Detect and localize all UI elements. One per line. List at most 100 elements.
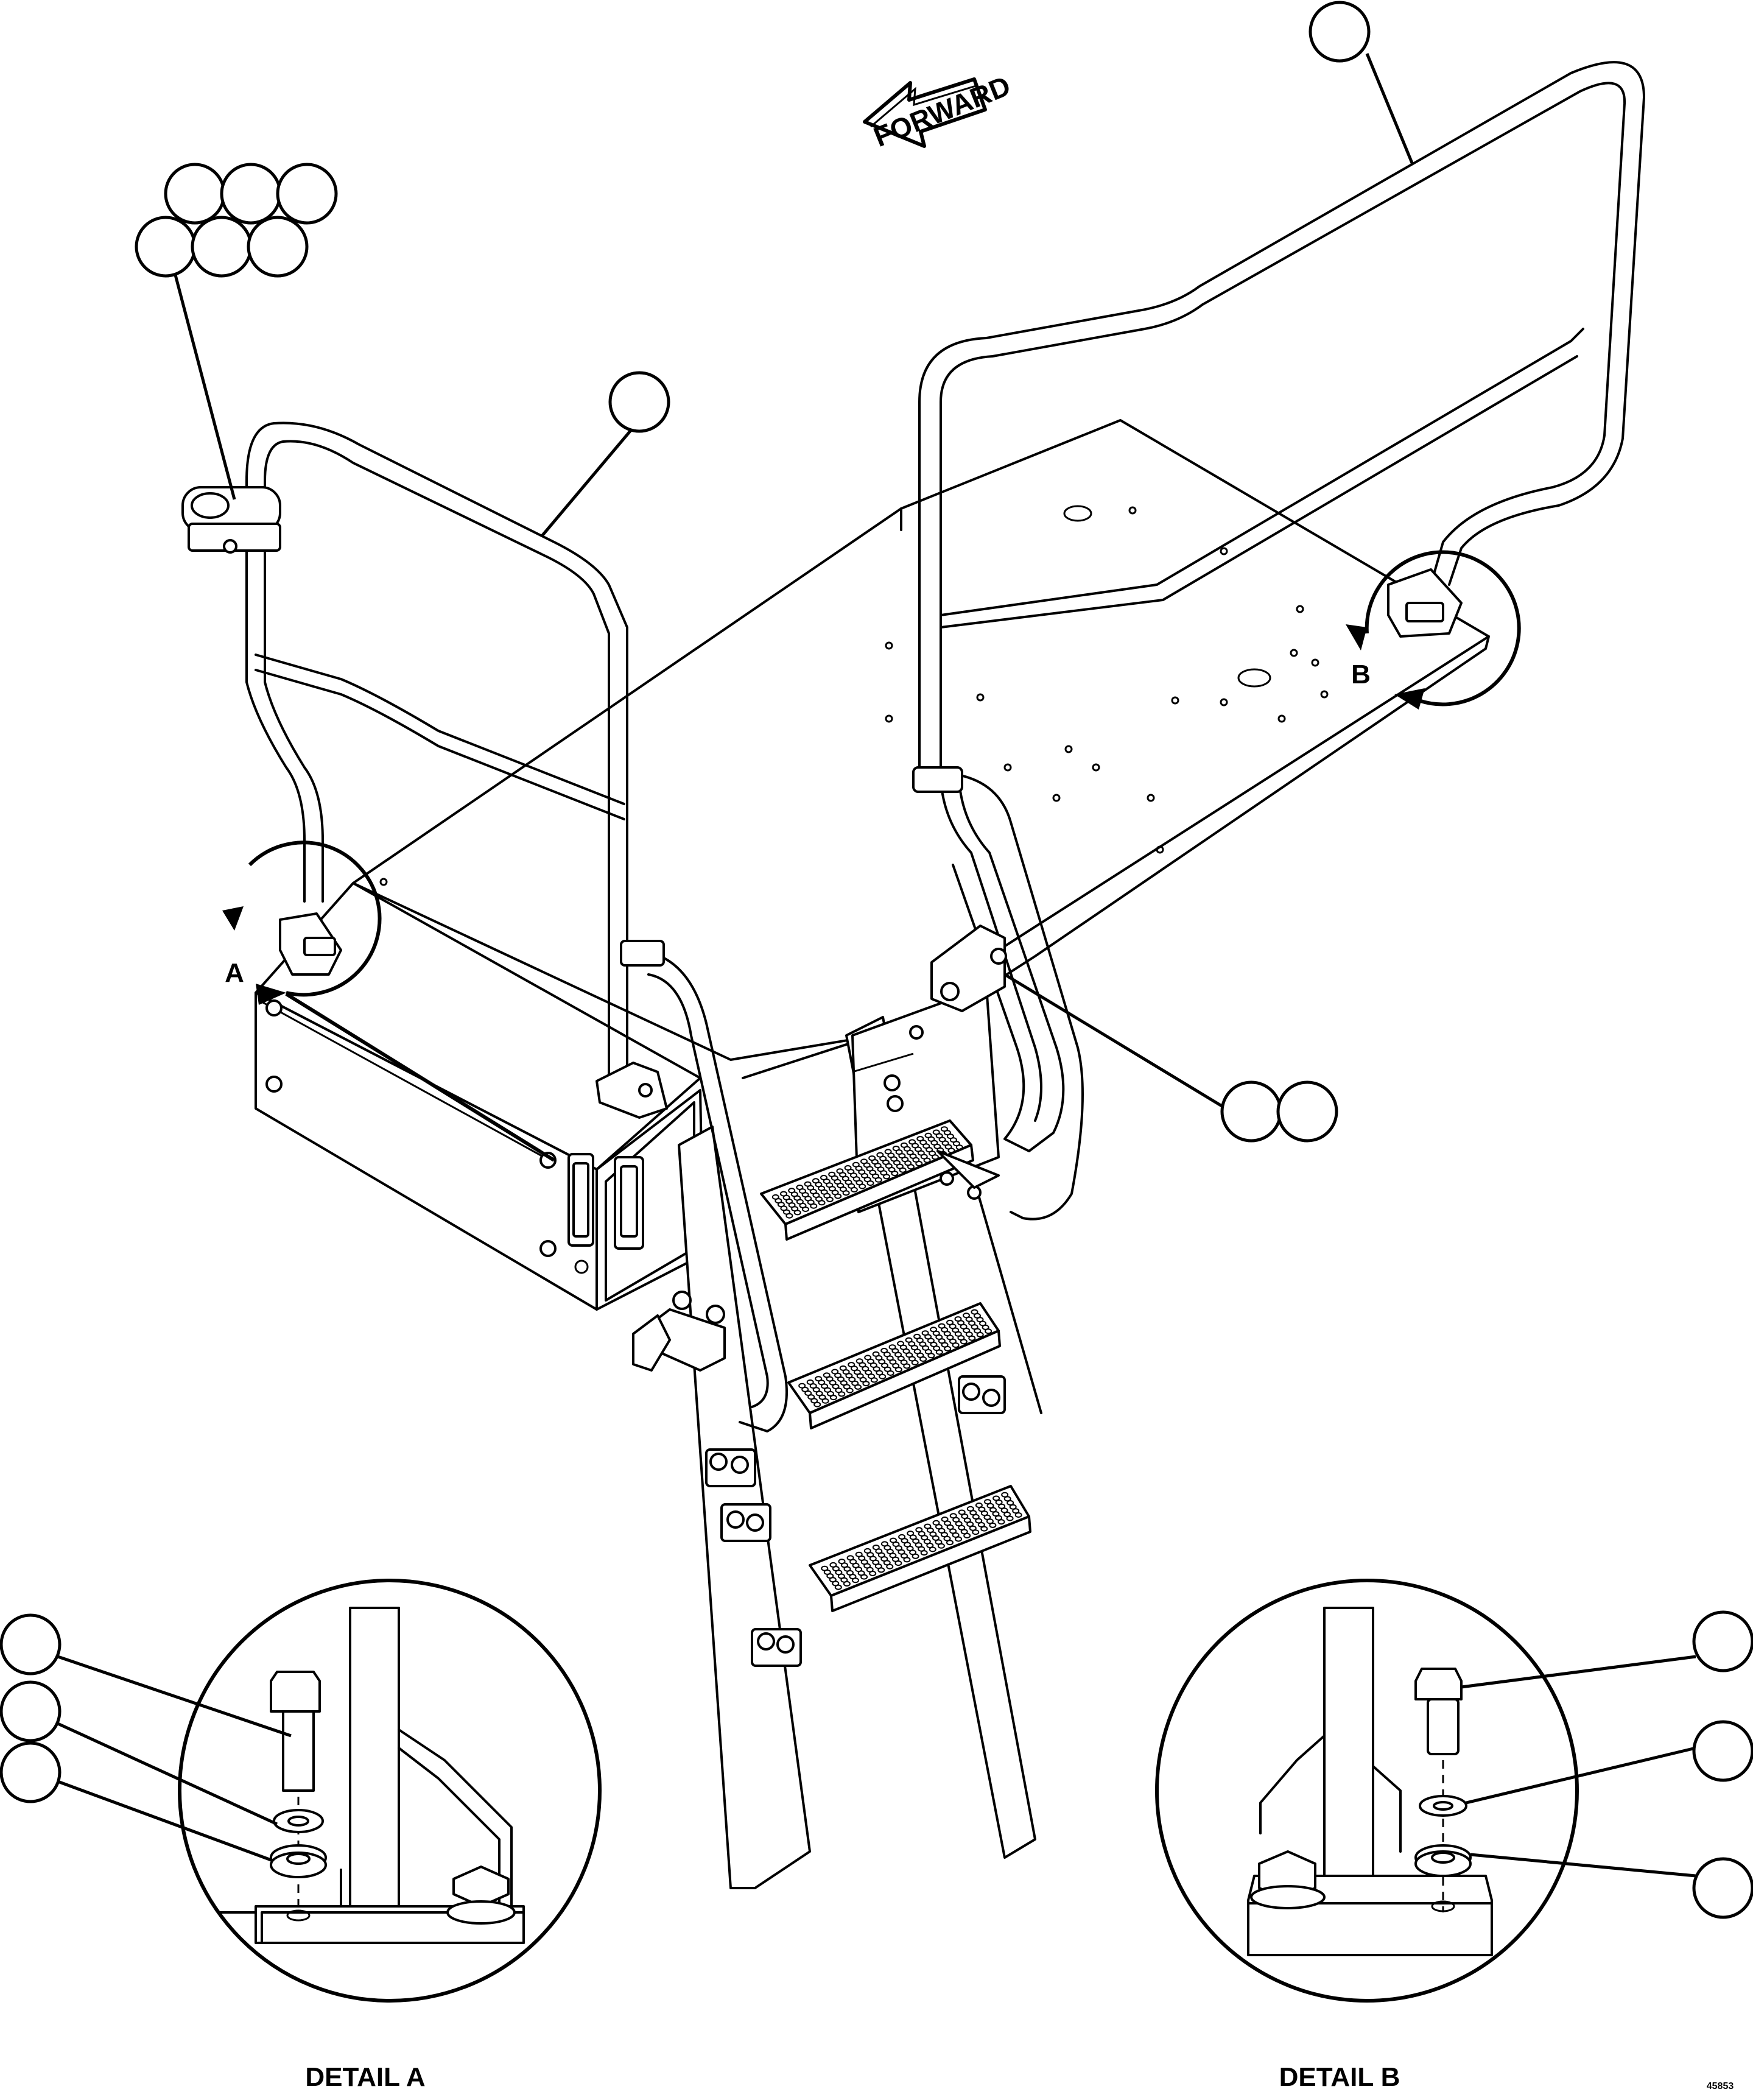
- forward-arrow: FORWARD: [863, 69, 1015, 153]
- tread-hole: [960, 1339, 968, 1345]
- tread-hole: [935, 1349, 943, 1355]
- detail-b-indicator: B: [1346, 550, 1521, 710]
- tread-hole: [955, 1536, 963, 1542]
- tread-hole: [883, 1174, 891, 1180]
- tread-hole: [997, 1519, 1005, 1525]
- tread-hole: [935, 1524, 943, 1530]
- ladder: [644, 985, 1042, 1889]
- tread-hole: [977, 1522, 985, 1527]
- tread-hole: [798, 1383, 806, 1389]
- tread-hole: [866, 1180, 874, 1186]
- tread-hole: [1014, 1512, 1022, 1518]
- tread-hole: [989, 1522, 997, 1528]
- tread-hole: [818, 1394, 826, 1400]
- tread-hole: [884, 1366, 891, 1372]
- tread-hole: [834, 1584, 842, 1590]
- tread-hole: [941, 1517, 949, 1522]
- tread-hole: [886, 1563, 894, 1570]
- tread-hole: [1003, 1512, 1011, 1517]
- tread-hole: [860, 1574, 868, 1580]
- tread-hole: [976, 1331, 984, 1337]
- tread-hole: [837, 1376, 845, 1382]
- tread-hole: [856, 1373, 864, 1379]
- tread-hole: [984, 1499, 991, 1505]
- tread-hole: [869, 1571, 877, 1576]
- tread-hole: [835, 1387, 843, 1394]
- tread-hole: [975, 1503, 983, 1508]
- tread-hole: [818, 1200, 826, 1206]
- tread-hole: [986, 1518, 994, 1524]
- tread-hole: [966, 1521, 974, 1527]
- tread-hole: [937, 1543, 945, 1549]
- tread-hole: [986, 1503, 994, 1509]
- tread-hole: [874, 1177, 882, 1183]
- tread-hole: [899, 1167, 907, 1173]
- tread-hole: [931, 1154, 939, 1160]
- view-letter-b: B: [1351, 660, 1371, 689]
- tread-hole: [932, 1535, 940, 1541]
- tread-hole: [923, 1157, 931, 1163]
- tread-hole: [842, 1190, 850, 1196]
- tread-hole: [958, 1509, 966, 1515]
- callout-balloon: [1309, 1, 1371, 63]
- tread-hole: [1003, 1496, 1011, 1502]
- tread-hole: [1006, 1500, 1014, 1506]
- tread-hole: [927, 1353, 935, 1359]
- drawing-number: 45853: [1707, 2081, 1734, 2091]
- tread-hole: [821, 1398, 829, 1404]
- tread-hole: [995, 1515, 1002, 1521]
- tread-hole: [932, 1520, 940, 1526]
- tread-hole: [894, 1367, 902, 1373]
- tread-hole: [870, 1377, 878, 1383]
- tread-hole: [812, 1387, 820, 1393]
- tread-hole: [952, 1342, 960, 1348]
- tread-hole: [961, 1513, 969, 1520]
- tread-hole: [815, 1376, 823, 1382]
- tread-hole: [944, 1345, 952, 1351]
- callout-balloon: [1692, 1857, 1753, 1919]
- view-letter-a: A: [225, 958, 244, 988]
- tread-hole: [887, 1370, 894, 1376]
- tread-hole: [952, 1517, 960, 1523]
- tread-hole: [840, 1380, 848, 1386]
- callout-balloon: [220, 163, 282, 225]
- tread-hole: [897, 1356, 905, 1361]
- tread-hole: [839, 1365, 847, 1371]
- tread-hole: [793, 1210, 801, 1216]
- tread-hole: [969, 1510, 977, 1516]
- tread-hole: [943, 1535, 951, 1542]
- tread-hole: [815, 1390, 823, 1397]
- tread-hole: [832, 1384, 840, 1389]
- left-handrail: [181, 421, 788, 1432]
- tread-hole: [912, 1553, 919, 1559]
- tread-hole: [989, 1507, 997, 1513]
- callout-balloon: [0, 1741, 61, 1803]
- tread-hole: [972, 1513, 980, 1520]
- tread-hole: [915, 1527, 923, 1533]
- tread-hole: [785, 1213, 793, 1219]
- right-handrail: [912, 61, 1645, 1221]
- callout-balloon: [0, 1613, 61, 1675]
- tread-hole: [915, 1161, 923, 1166]
- forward-label: FORWARD: [869, 69, 1014, 153]
- tread-hole: [947, 1147, 955, 1154]
- tread-hole: [843, 1580, 851, 1587]
- tread-hole: [907, 1164, 915, 1170]
- tread-hole: [879, 1373, 887, 1379]
- tread-hole: [851, 1365, 858, 1372]
- callout-balloon: [247, 216, 309, 278]
- tread-hole: [873, 1366, 880, 1372]
- tread-hole: [919, 1356, 927, 1362]
- tread-hole: [880, 1348, 888, 1353]
- detail-a-title: DETAIL A: [305, 2062, 425, 2092]
- tread-hole: [859, 1362, 866, 1368]
- tread-hole: [888, 1344, 896, 1350]
- tread-hole: [926, 1527, 934, 1533]
- callout-balloon: [1276, 1080, 1338, 1143]
- detail-a: DETAIL A: [0, 1579, 602, 2092]
- tread-hole: [810, 1203, 818, 1209]
- tread-hole: [801, 1386, 809, 1392]
- tread-hole: [852, 1577, 859, 1584]
- tread-hole: [960, 1529, 968, 1535]
- callout-balloon: [0, 1680, 61, 1742]
